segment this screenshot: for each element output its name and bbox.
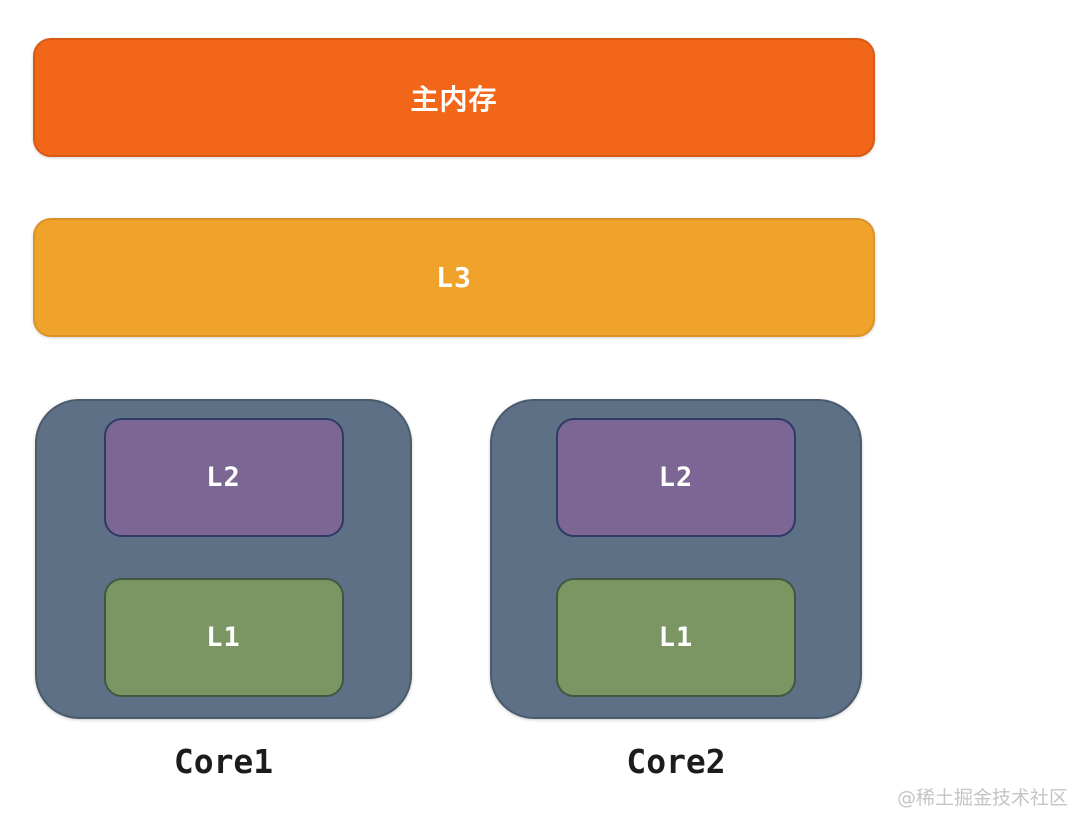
core2-l1-cache-box: L1	[556, 578, 796, 697]
l3-cache-box: L3	[33, 218, 875, 337]
core1-l1-cache-label: L1	[206, 622, 241, 653]
core2-l1-cache-label: L1	[658, 622, 694, 653]
watermark-text: @稀土掘金技术社区	[896, 787, 1068, 809]
core2-l2-cache-box: L2	[556, 418, 796, 537]
core1-l2-cache-box: L2	[103, 418, 344, 537]
core1-l1-cache-box: L1	[103, 578, 344, 697]
core1-label: Core1	[173, 742, 274, 781]
l3-cache-label: L3	[436, 261, 472, 294]
core1-l2-cache-label: L2	[206, 462, 241, 493]
core2-label: Core2	[626, 742, 726, 781]
main-memory-label: 主内存	[410, 82, 498, 116]
core1-box: L2 L1	[35, 399, 412, 719]
main-memory-box: 主内存	[33, 38, 875, 157]
core2-box: L2 L1	[490, 399, 862, 719]
core2-l2-cache-label: L2	[658, 462, 694, 493]
